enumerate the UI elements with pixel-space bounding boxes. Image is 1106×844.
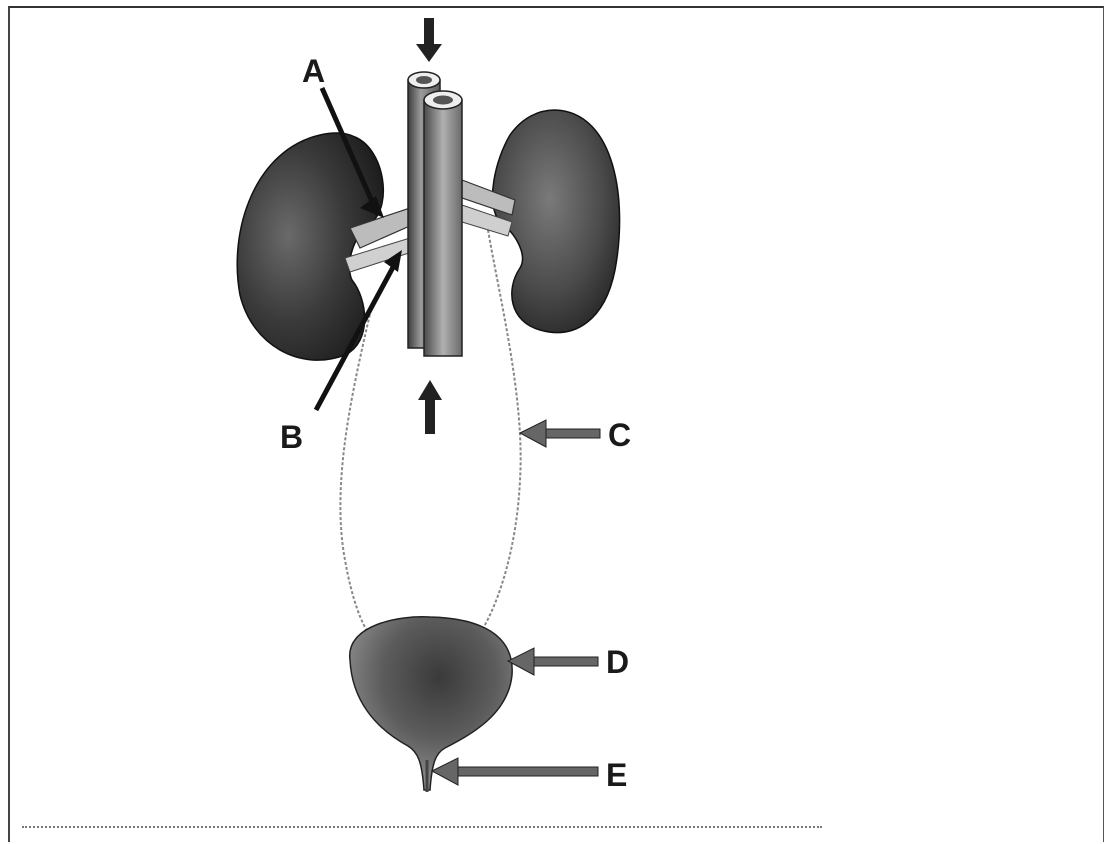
bottom-dotted-rule [22, 826, 822, 828]
label-b: B [280, 419, 303, 455]
label-a: A [302, 53, 325, 89]
right-kidney [493, 110, 620, 333]
down-arrow-icon [416, 18, 442, 62]
aorta-lumen [433, 96, 453, 105]
vena-cava-lumen [416, 76, 432, 84]
label-c: C [608, 417, 631, 453]
bladder [350, 617, 512, 790]
up-arrow-icon [418, 380, 442, 434]
label-e: E [606, 757, 627, 793]
label-d-arrow [508, 648, 598, 675]
aorta [424, 100, 462, 356]
label-d: D [606, 644, 629, 680]
label-e-arrow [432, 758, 598, 785]
label-c-arrow [520, 420, 600, 447]
